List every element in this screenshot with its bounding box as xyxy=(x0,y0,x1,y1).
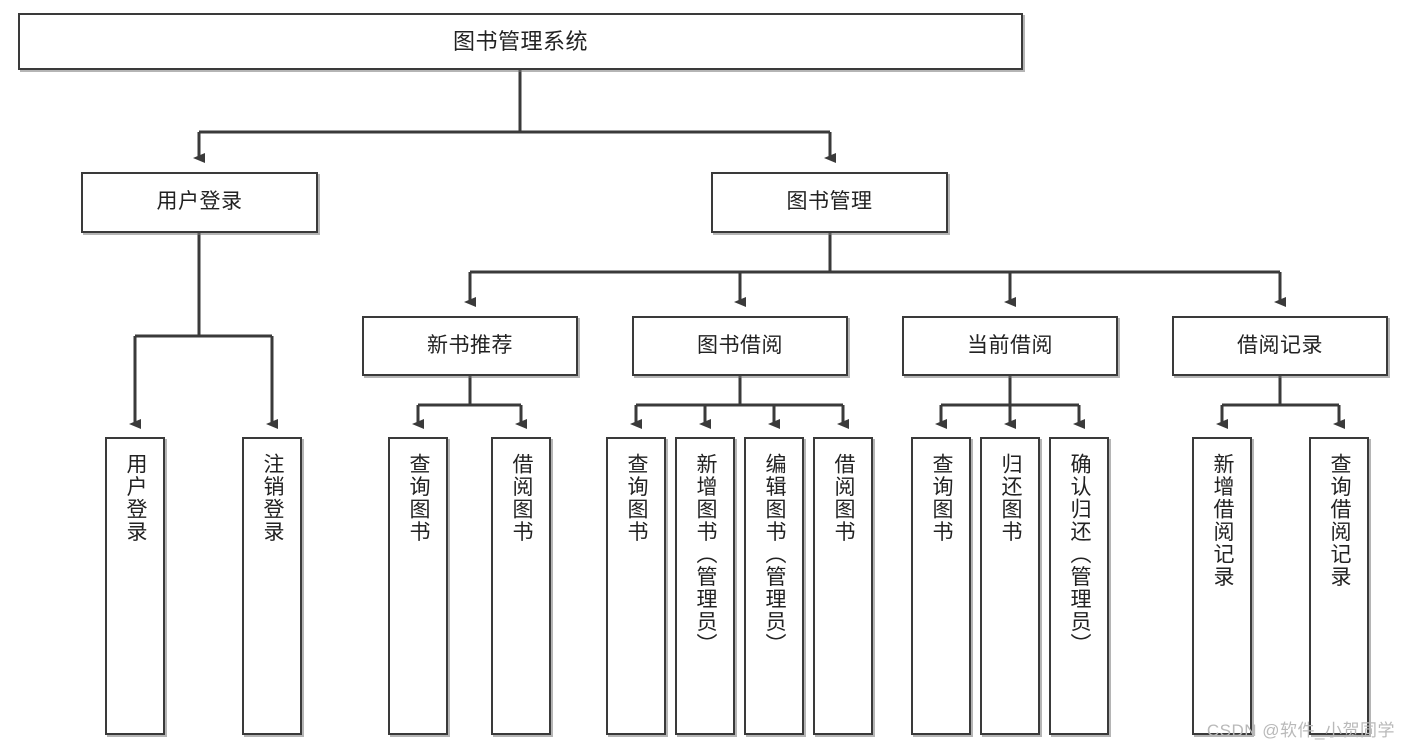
node-label: 图书借阅 xyxy=(697,333,783,357)
node-new-book-recommend[interactable]: 新书推荐 xyxy=(362,316,578,376)
node-label: 查询图书 xyxy=(407,453,431,543)
node-label: 新增借阅记录 xyxy=(1211,453,1235,588)
node-leaf-query-book-1[interactable]: 查询图书 xyxy=(388,437,448,735)
node-leaf-user-login[interactable]: 用户登录 xyxy=(105,437,165,735)
node-label: 注销登录 xyxy=(261,453,285,543)
node-leaf-borrow-book-2[interactable]: 借阅图书 xyxy=(813,437,873,735)
node-label: 归还图书 xyxy=(999,453,1023,543)
node-leaf-query-record[interactable]: 查询借阅记录 xyxy=(1309,437,1369,735)
node-borrow-record[interactable]: 借阅记录 xyxy=(1172,316,1388,376)
node-label: 确认归还（管理员） xyxy=(1068,453,1092,656)
node-label: 新增图书（管理员） xyxy=(694,453,718,656)
node-label: 用户登录 xyxy=(156,190,243,214)
node-label: 编辑图书（管理员） xyxy=(763,453,787,656)
watermark-text: CSDN @软件_小贺同学 xyxy=(1206,721,1395,740)
node-label: 当前借阅 xyxy=(967,333,1053,357)
node-label: 借阅图书 xyxy=(510,453,534,543)
node-book-manage[interactable]: 图书管理 xyxy=(711,172,948,233)
node-label: 查询图书 xyxy=(930,453,954,543)
node-label: 图书管理 xyxy=(786,190,873,214)
node-label: 用户登录 xyxy=(124,453,148,543)
node-root-system[interactable]: 图书管理系统 xyxy=(18,13,1023,70)
node-label: 新书推荐 xyxy=(427,333,513,357)
node-book-borrow[interactable]: 图书借阅 xyxy=(632,316,848,376)
node-user-login[interactable]: 用户登录 xyxy=(81,172,318,233)
node-leaf-add-record[interactable]: 新增借阅记录 xyxy=(1192,437,1252,735)
node-leaf-return-book[interactable]: 归还图书 xyxy=(980,437,1040,735)
node-leaf-add-book[interactable]: 新增图书（管理员） xyxy=(675,437,735,735)
node-label: 查询图书 xyxy=(625,453,649,543)
node-leaf-query-book-2[interactable]: 查询图书 xyxy=(606,437,666,735)
node-label: 借阅记录 xyxy=(1237,333,1323,357)
node-label: 查询借阅记录 xyxy=(1328,453,1352,588)
node-label: 图书管理系统 xyxy=(452,28,588,54)
node-leaf-borrow-book-1[interactable]: 借阅图书 xyxy=(491,437,551,735)
node-leaf-user-logout[interactable]: 注销登录 xyxy=(242,437,302,735)
node-current-borrow[interactable]: 当前借阅 xyxy=(902,316,1118,376)
node-leaf-edit-book[interactable]: 编辑图书（管理员） xyxy=(744,437,804,735)
node-leaf-query-book-3[interactable]: 查询图书 xyxy=(911,437,971,735)
node-label: 借阅图书 xyxy=(832,453,856,543)
node-leaf-confirm-return[interactable]: 确认归还（管理员） xyxy=(1049,437,1109,735)
